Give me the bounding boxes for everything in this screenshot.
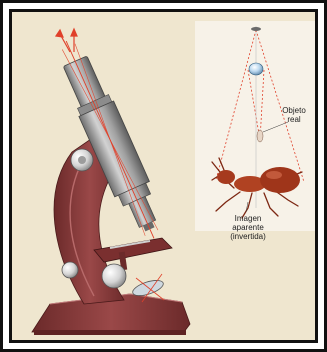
- inset-panel: [195, 21, 318, 231]
- real-object-icon: [257, 130, 263, 142]
- apparent-image-label-line1: Imagen: [224, 214, 272, 223]
- coarse-focus-knob-center: [78, 156, 86, 164]
- apparent-image-label-line2: aparente: [224, 223, 272, 232]
- light-arrows-icon: [56, 29, 77, 52]
- inset-diagram: [195, 21, 318, 231]
- microscope-illustration: [12, 12, 318, 343]
- real-object-label-line1: Objeto: [274, 106, 314, 115]
- apparent-image-label: Imagen aparente (invertida): [224, 214, 272, 241]
- fine-focus-knob-icon: [102, 264, 126, 288]
- illustration-area: Objeto real Imagen aparente (invertida): [9, 9, 318, 343]
- apparent-image-label-line3: (invertida): [224, 232, 272, 241]
- eyepiece-icon: [251, 27, 261, 31]
- real-object-label: Objeto real: [274, 106, 314, 124]
- stage-knob-icon: [62, 262, 78, 278]
- real-object-label-line2: real: [274, 115, 314, 124]
- lens-icon: [249, 63, 263, 75]
